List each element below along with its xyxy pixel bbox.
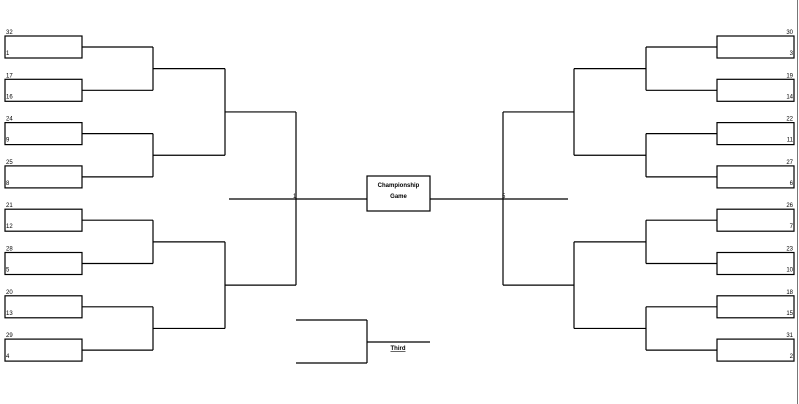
right-bracket: 30 3 19 14 22 11 27 6 26 7 23 10 18 15 31 2: [502, 30, 795, 362]
seed-label-bottom: 11: [787, 138, 794, 144]
seed-label-bottom: 4: [6, 354, 10, 360]
seed-label-bottom: 13: [6, 311, 13, 317]
seed-label-bottom: 8: [6, 181, 10, 187]
matchup-box: [716, 338, 795, 362]
seed-label-bottom: 5: [6, 268, 10, 274]
championship-box: [366, 175, 431, 212]
matchup-box: [4, 251, 83, 276]
seed-label-top: 23: [786, 247, 793, 253]
matchup-box: [716, 35, 795, 59]
seed-label-bottom: 12: [6, 224, 13, 230]
championship-title-line1: Championship: [378, 183, 420, 189]
seed-label-bottom: 16: [6, 94, 13, 100]
seed-label-bottom: 7: [790, 224, 794, 230]
seed-label-bottom: 6: [790, 181, 794, 187]
championship-title-line2: Game: [390, 194, 407, 200]
matchup-box: [716, 121, 795, 146]
seed-label-bottom: 9: [6, 138, 10, 144]
left-semifinal-mark: 1: [293, 194, 297, 200]
page-border: [797, 0, 798, 404]
matchup-box: [4, 78, 83, 102]
seed-label-bottom: 2: [790, 354, 794, 360]
seed-label-top: 18: [786, 290, 793, 296]
seed-label-bottom: 1: [6, 51, 10, 57]
seed-label-top: 31: [786, 333, 793, 339]
third-label: Third: [391, 346, 406, 352]
seed-label-top: 19: [786, 73, 793, 79]
matchup-box: [4, 121, 83, 146]
seed-label-top: 20: [6, 290, 13, 296]
seed-label-top: 21: [6, 203, 13, 209]
seed-label-bottom: 10: [786, 268, 793, 274]
matchup-box: [716, 165, 795, 189]
seed-label-top: 25: [6, 160, 13, 166]
seed-label-top: 17: [6, 73, 13, 79]
matchup-box: [4, 208, 83, 232]
seed-label-bottom: 15: [786, 311, 793, 317]
matchup-box: [716, 78, 795, 102]
seed-label-top: 22: [786, 117, 793, 123]
seed-label-bottom: 3: [790, 51, 794, 57]
seed-label-top: 27: [786, 160, 793, 166]
matchup-box: [716, 208, 795, 232]
matchup-box: [716, 295, 795, 319]
left-bracket: 32 1 17 16 24 9 25 8 21 12 28 5 20 13 29 4: [4, 30, 297, 362]
matchup-box: [4, 295, 83, 319]
seed-label-bottom: 14: [786, 94, 793, 100]
seed-label-top: 32: [6, 30, 13, 36]
matchup-box: [4, 338, 83, 362]
right-semifinal-mark: 5: [502, 194, 506, 200]
seed-label-top: 29: [6, 333, 13, 339]
matchup-box: [4, 165, 83, 189]
matchup-box: [716, 251, 795, 276]
matchup-box: [4, 35, 83, 59]
seed-label-top: 26: [786, 203, 793, 209]
seed-label-top: 24: [6, 117, 13, 123]
seed-label-top: 28: [6, 247, 13, 253]
seed-label-top: 30: [786, 30, 793, 36]
